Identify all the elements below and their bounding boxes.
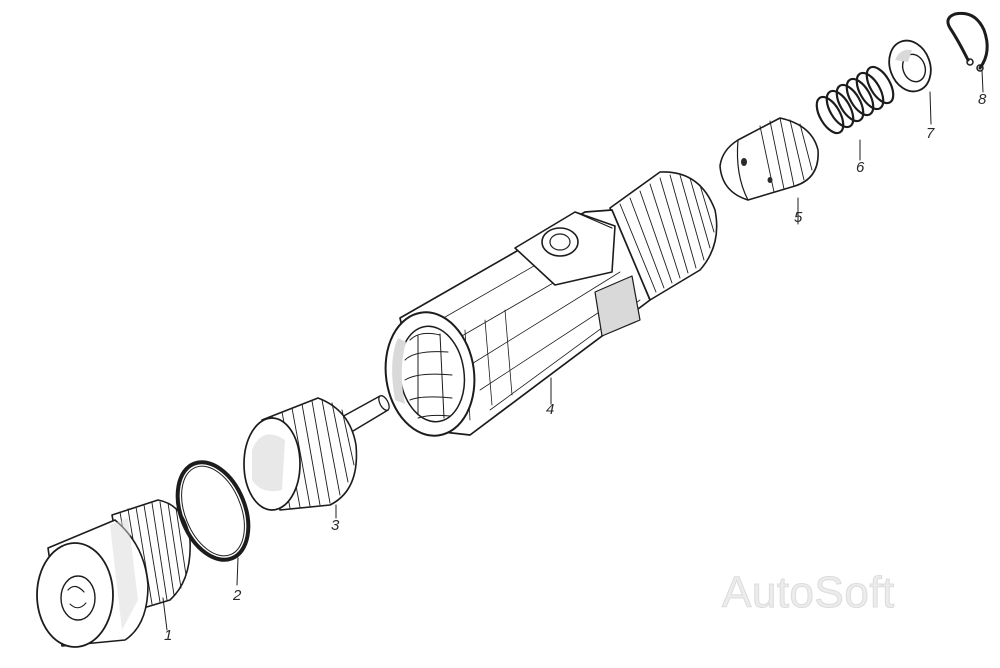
part-1-end-nut	[36, 499, 191, 648]
callout-3: 3	[331, 517, 340, 534]
callout-8: 8	[978, 91, 987, 108]
callout-4: 4	[546, 401, 555, 418]
part-5-valve-plug	[719, 117, 819, 225]
part-2-o-ring	[175, 460, 251, 586]
part-3-piston	[243, 395, 390, 519]
watermark: AutoSoft	[722, 568, 895, 618]
part-7-washer	[888, 39, 932, 125]
callout-5: 5	[794, 209, 803, 226]
part-8-retaining-ring	[946, 11, 989, 93]
callout-7: 7	[926, 125, 935, 142]
callout-1: 1	[164, 627, 173, 644]
callout-6: 6	[856, 159, 865, 176]
part-6-spring	[815, 65, 895, 161]
callout-2: 2	[233, 587, 242, 604]
part-4-housing	[384, 171, 718, 437]
